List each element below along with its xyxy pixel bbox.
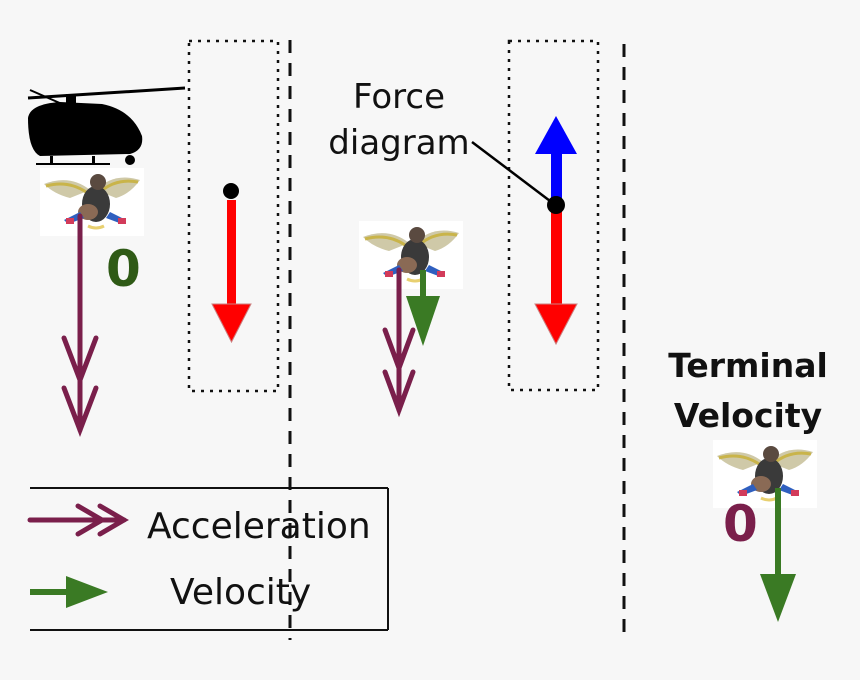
legend-acceleration-symbol — [27, 503, 129, 537]
acceleration-arrow-falling — [382, 267, 416, 418]
drag-force-arrow — [535, 116, 577, 200]
legend-acceleration-label: Acceleration — [147, 506, 371, 547]
force-diagram-label-line1: Force — [353, 77, 445, 117]
terminal-velocity-label-line2: Velocity — [673, 396, 823, 435]
force-diagram-label: Force diagram — [314, 74, 484, 166]
legend-velocity-label: Velocity — [170, 572, 312, 613]
force-diagram-box-2 — [507, 39, 600, 392]
velocity-arrow-terminal — [760, 488, 796, 622]
gravity-force-arrow-2 — [534, 210, 578, 346]
acceleration-arrow-start — [61, 213, 99, 438]
helicopter-icon — [27, 86, 186, 165]
initial-velocity-zero-label: 0 — [106, 240, 141, 298]
skydiver-icon-falling — [357, 219, 465, 291]
force-diagram-label-line2: diagram — [328, 123, 470, 163]
force-diagram-leader-line — [471, 141, 555, 205]
skydiver-icon-start — [38, 166, 146, 238]
gravity-force-arrow-1 — [211, 200, 252, 344]
velocity-arrow-falling — [406, 270, 440, 346]
terminal-acceleration-zero-label: 0 — [723, 495, 758, 553]
force-diagram-box-1 — [187, 39, 280, 393]
force-point-2 — [547, 196, 565, 214]
legend — [27, 487, 389, 631]
legend-velocity-symbol — [30, 576, 108, 608]
force-point-1 — [223, 183, 239, 199]
terminal-velocity-label-line1: Terminal — [668, 346, 828, 385]
terminal-velocity-label: Terminal Velocity — [648, 341, 848, 441]
